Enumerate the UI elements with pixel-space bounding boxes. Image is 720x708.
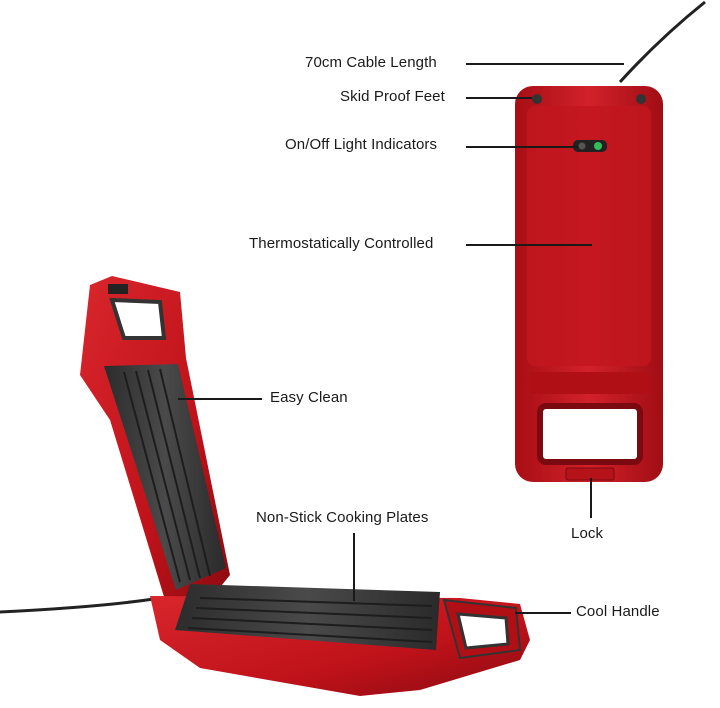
appliance-back-panel — [527, 106, 651, 366]
label-cable-length: 70cm Cable Length — [305, 54, 437, 71]
indicator-light-icon — [594, 142, 602, 150]
leader-lock — [590, 478, 592, 518]
label-thermostat: Thermostatically Controlled — [249, 235, 434, 252]
label-light-indicators: On/Off Light Indicators — [285, 136, 438, 153]
lid-plate-grooves — [123, 368, 211, 583]
power-cable — [618, 0, 706, 84]
lid-cooking-plate — [104, 364, 226, 590]
skid-foot-left — [532, 94, 542, 104]
leader-light-indicators — [466, 146, 578, 148]
label-skid-proof-feet: Skid Proof Feet — [340, 88, 445, 105]
label-cool-handle: Cool Handle — [576, 603, 660, 620]
base-cooking-plate — [175, 584, 440, 650]
leader-easy-clean — [178, 398, 262, 400]
lid-latch — [108, 284, 128, 294]
closed-appliance — [515, 0, 706, 482]
lid-handle-opening — [109, 297, 167, 340]
leader-non-stick — [353, 533, 355, 601]
open-power-cable — [0, 596, 161, 614]
indicator-light-off-icon — [578, 142, 586, 150]
label-easy-clean: Easy Clean — [270, 389, 348, 406]
label-lock: Lock — [571, 525, 604, 542]
handle-opening — [537, 403, 643, 465]
leader-skid-proof-feet — [466, 97, 532, 99]
leader-cool-handle — [515, 612, 571, 614]
leader-cable-length — [466, 63, 624, 65]
skid-foot-right — [636, 94, 646, 104]
appliance-hinge-band — [530, 372, 650, 394]
leader-thermostat — [466, 244, 592, 246]
base-plate-grooves — [187, 597, 433, 643]
open-appliance — [0, 276, 530, 696]
label-non-stick: Non-Stick Cooking Plates — [256, 509, 429, 526]
base-handle-opening — [456, 612, 510, 650]
